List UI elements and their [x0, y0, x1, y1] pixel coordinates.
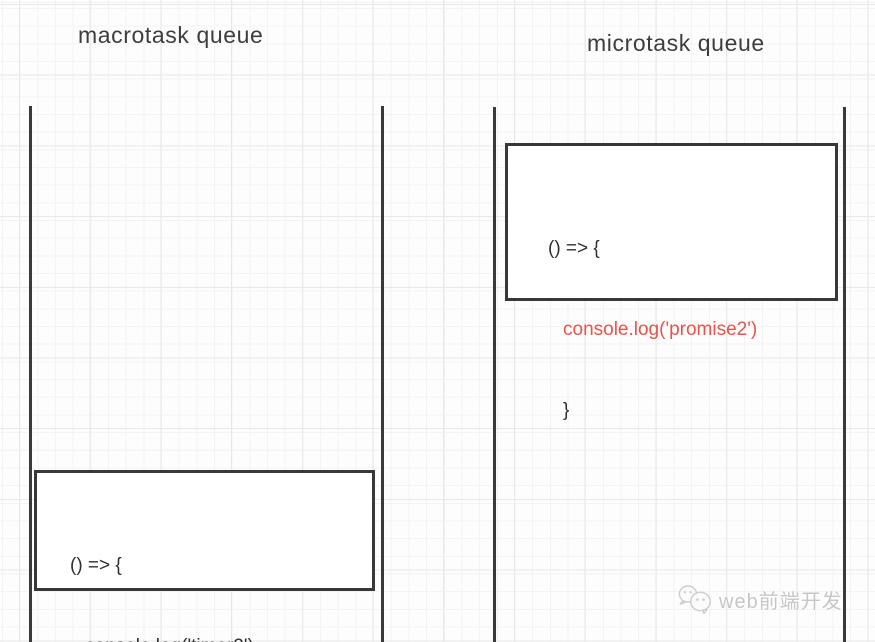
macrotask-queue-right-wall — [381, 106, 384, 642]
microtask-queue-left-wall — [493, 107, 496, 642]
code-line-highlighted: console.log('promise2') — [563, 319, 758, 340]
microtask-code-block: () => { console.log('promise2') } — [508, 146, 835, 478]
wechat-icon — [678, 585, 712, 615]
macrotask-task-card: () => { console.log('timer2') } — [34, 470, 375, 642]
microtask-task-card: () => { console.log('promise2') } — [505, 143, 838, 421]
watermark: web前端开发 — [676, 583, 843, 615]
microtask-queue-title: microtask queue — [587, 30, 765, 56]
macrotask-queue-left-wall — [29, 106, 32, 642]
code-line: } — [563, 400, 570, 421]
microtask-queue-right-wall — [843, 107, 846, 642]
macrotask-code-block: () => { console.log('timer2') } — [37, 473, 372, 642]
code-line: console.log('timer2') — [70, 633, 372, 642]
watermark-text: web前端开发 — [719, 590, 843, 613]
code-line: () => { — [70, 555, 122, 576]
macrotask-queue-title: macrotask queue — [78, 22, 264, 48]
code-line: () => { — [548, 238, 600, 259]
